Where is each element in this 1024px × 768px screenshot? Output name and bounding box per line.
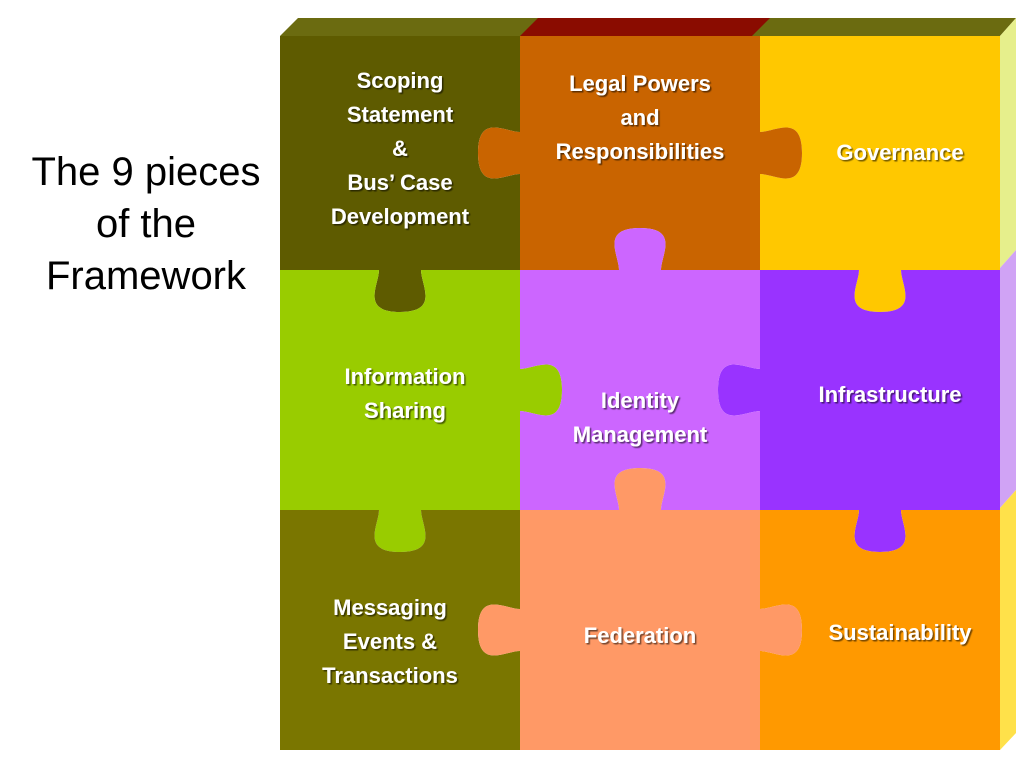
puzzle-piece-messaging (280, 510, 520, 750)
piece-label-federation: Federation (584, 623, 696, 648)
piece-label-governance: Governance (836, 140, 963, 165)
puzzle-piece-information-sharing (280, 270, 562, 552)
piece-label-line: Scoping (357, 68, 444, 93)
piece-label-line: Management (573, 422, 708, 447)
piece-label-line: Responsibilities (556, 139, 725, 164)
piece-label-line: Legal Powers (569, 71, 711, 96)
puzzle-top-edge-legal (520, 18, 770, 36)
puzzle-piece-governance (760, 36, 1000, 312)
piece-label-line: Information (345, 364, 466, 389)
piece-label-line: Infrastructure (818, 382, 961, 407)
puzzle-side-edge-top (1000, 18, 1016, 268)
puzzle-piece-infrastructure (718, 270, 1000, 552)
piece-label-line: Events & (343, 629, 437, 654)
piece-label-sustainability: Sustainability (828, 620, 972, 645)
title-line-3: Framework (45, 254, 247, 298)
piece-label-line: Governance (836, 140, 963, 165)
title-line-2: of the (95, 202, 197, 246)
title-line-1: The 9 pieces (31, 150, 261, 194)
piece-label-line: Development (331, 204, 470, 229)
piece-label-line: & (392, 136, 408, 161)
piece-label-line: Statement (347, 102, 454, 127)
puzzle-piece-sustainability (760, 510, 1000, 750)
piece-label-line: Transactions (322, 663, 458, 688)
puzzle-piece-federation (478, 468, 802, 750)
puzzle-piece-scoping (280, 36, 520, 312)
piece-label-line: Identity (601, 388, 680, 413)
piece-label-line: and (620, 105, 659, 130)
puzzle-piece-identity (520, 228, 760, 510)
piece-label-line: Sustainability (828, 620, 972, 645)
piece-label-line: Sharing (364, 398, 446, 423)
puzzle-side-edge-bottom (1000, 490, 1016, 750)
puzzle-piece-legal (478, 36, 802, 270)
piece-label-line: Bus’ Case (347, 170, 452, 195)
slide-title: The 9 pieces of the Framework (8, 146, 284, 302)
piece-label-line: Federation (584, 623, 696, 648)
piece-label-line: Messaging (333, 595, 447, 620)
puzzle-side-edge-middle (1000, 250, 1016, 508)
piece-label-infrastructure: Infrastructure (818, 382, 961, 407)
